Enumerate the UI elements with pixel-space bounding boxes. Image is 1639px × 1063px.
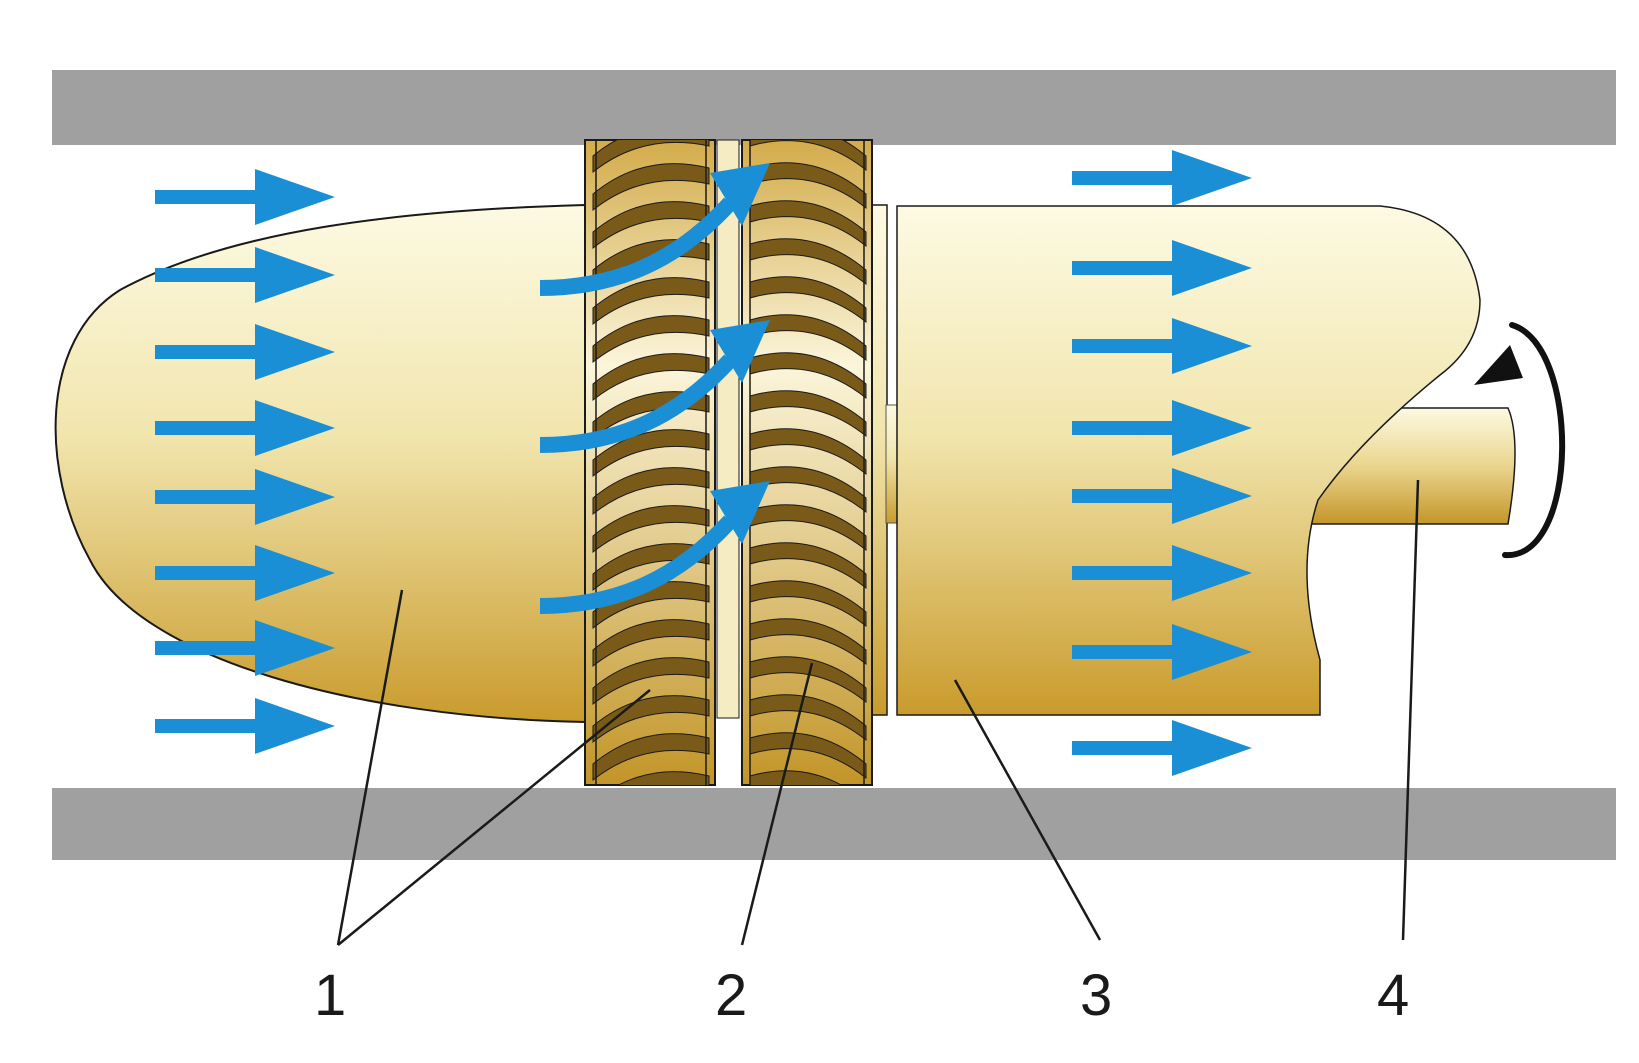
- blade: [749, 732, 867, 780]
- curved-arrow-icon: [539, 163, 770, 296]
- guide-vane-ring: [584, 139, 716, 786]
- arrow-right-icon: [1072, 240, 1252, 296]
- arrow-right-icon: [155, 469, 335, 525]
- label-2: 2: [715, 963, 747, 1028]
- arrow-right-icon: [155, 545, 335, 601]
- blade: [749, 504, 867, 552]
- blade: [749, 656, 867, 704]
- hub-body: [896, 205, 1481, 716]
- blade: [749, 276, 867, 324]
- arrow-right-icon: [1072, 400, 1252, 456]
- blade: [592, 277, 710, 326]
- arrow-right-icon: [155, 169, 335, 225]
- blade: [749, 770, 843, 785]
- blade: [592, 140, 710, 174]
- blade: [749, 352, 867, 400]
- blade: [749, 580, 867, 628]
- blade: [749, 238, 867, 286]
- runner-ring: [741, 139, 873, 786]
- arrow-right-icon: [1072, 150, 1252, 206]
- arrow-right-icon: [1072, 545, 1252, 601]
- curved-arrow-icon: [539, 320, 770, 453]
- leader-lines: [336, 479, 1420, 946]
- blade: [749, 542, 867, 590]
- label-1: 1: [314, 963, 346, 1028]
- ring-gap: [716, 139, 740, 719]
- leader-line-1b: [337, 689, 651, 946]
- blade: [749, 140, 867, 172]
- runner-blades: [749, 140, 867, 785]
- blade: [592, 163, 710, 212]
- blade: [749, 466, 867, 514]
- blade: [592, 619, 710, 668]
- blade: [592, 467, 710, 516]
- hub-collar: [871, 204, 888, 716]
- blade: [592, 657, 710, 706]
- label-3: 3: [1080, 963, 1112, 1028]
- arrow-right-icon: [155, 324, 335, 380]
- leader-line-2: [740, 662, 814, 946]
- arrow-right-icon: [155, 400, 335, 456]
- label-4: 4: [1377, 963, 1409, 1028]
- blade: [592, 505, 710, 554]
- blade: [592, 695, 710, 744]
- blade: [749, 390, 867, 438]
- arrow-right-icon: [155, 698, 335, 754]
- arrow-right-icon: [155, 620, 335, 676]
- arrow-right-icon: [1072, 624, 1252, 680]
- leader-line-4: [1401, 479, 1420, 941]
- blade: [749, 694, 867, 742]
- blade: [749, 314, 867, 362]
- curved-flow-arrows: [539, 163, 770, 614]
- leader-line-3: [953, 679, 1102, 941]
- blade: [749, 200, 867, 248]
- rotation-arrow-icon: [1474, 322, 1566, 559]
- pipe-wall-top: [52, 70, 1616, 145]
- leader-line-1a: [336, 589, 404, 946]
- flow-arrows: [155, 150, 1252, 776]
- nose-cone: [54, 203, 586, 724]
- blade: [592, 543, 710, 592]
- blade: [617, 771, 710, 785]
- arrow-right-icon: [1072, 468, 1252, 524]
- blade: [749, 618, 867, 666]
- pipe-wall-bottom: [52, 788, 1616, 860]
- curved-arrow-icon: [539, 481, 770, 614]
- arrow-right-icon: [155, 247, 335, 303]
- blade: [592, 733, 710, 782]
- blade: [592, 315, 710, 364]
- blade: [749, 162, 867, 210]
- arrow-right-icon: [1072, 720, 1252, 776]
- blade: [749, 428, 867, 476]
- arrow-right-icon: [1072, 318, 1252, 374]
